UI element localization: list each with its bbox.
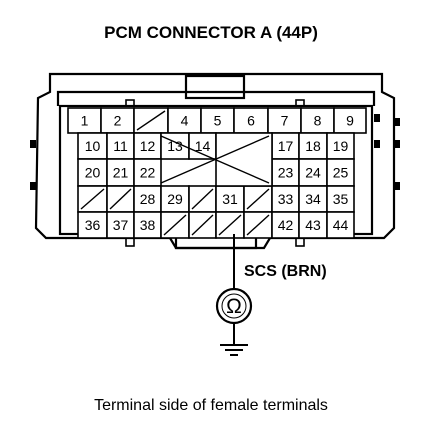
terminal-38: 38 (140, 217, 156, 233)
terminal-18: 18 (305, 138, 321, 154)
terminal-44-cell (326, 211, 355, 239)
terminal-20-cell (77, 158, 108, 187)
terminal-43-cell (298, 211, 328, 239)
blank-terminal-mark (191, 214, 214, 236)
terminal-28: 28 (140, 191, 156, 207)
terminal-19: 19 (333, 138, 349, 154)
housing-tabs (125, 99, 305, 247)
terminal-1: 1 (81, 113, 89, 129)
terminal-12-cell (133, 132, 162, 160)
diagram-caption: Terminal side of female terminals (94, 397, 328, 414)
ground-icon (220, 344, 248, 356)
blank-terminal-mark (109, 188, 132, 210)
terminal-44: 44 (333, 217, 349, 233)
terminal-11-cell (106, 132, 135, 160)
ohmmeter-icon: Ω (215, 287, 253, 325)
terminal-34: 34 (305, 191, 321, 207)
terminal-25-cell (326, 158, 355, 187)
terminal-6: 6 (247, 113, 255, 129)
terminal-20: 20 (85, 165, 101, 181)
terminal-24: 24 (305, 165, 321, 181)
terminal-42-cell (271, 211, 300, 239)
terminal-12: 12 (140, 138, 156, 154)
terminal-10: 10 (85, 138, 101, 154)
terminal-38-cell (133, 211, 162, 239)
terminal-13: 13 (167, 138, 183, 154)
terminal-22: 22 (140, 165, 156, 181)
blank-terminal-mark (80, 188, 105, 210)
terminal-31: 31 (222, 191, 238, 207)
terminal-33: 33 (278, 191, 294, 207)
terminal-29: 29 (167, 191, 183, 207)
blank-terminal-mark (218, 214, 242, 236)
terminal-35: 35 (333, 191, 349, 207)
blank-terminal-mark (191, 188, 214, 210)
blank-terminal-mark (163, 214, 187, 236)
blank-terminal-mark (246, 188, 270, 210)
terminal-4-cell (167, 107, 202, 134)
terminal-9: 9 (346, 113, 354, 129)
terminal-25: 25 (333, 165, 349, 181)
terminal-35-cell (326, 185, 355, 213)
terminal-14: 14 (195, 138, 211, 154)
ohm-symbol: Ω (226, 295, 242, 318)
terminal-17: 17 (278, 138, 294, 154)
blank-block (215, 132, 273, 187)
terminal-6-cell (233, 107, 269, 134)
blank-block-cross (160, 135, 270, 184)
blank-terminal-mark (246, 214, 270, 236)
terminal-2: 2 (114, 113, 122, 129)
terminal-11: 11 (113, 138, 128, 154)
terminal-8-cell (300, 107, 335, 134)
terminal-1-cell (67, 107, 102, 134)
terminal-33-cell (271, 185, 300, 213)
terminal-5: 5 (214, 113, 222, 129)
terminal-36: 36 (85, 217, 101, 233)
terminal-7: 7 (281, 113, 289, 129)
terminal-19-cell (326, 132, 355, 160)
terminal-10-cell (77, 132, 108, 160)
terminal-42: 42 (278, 217, 294, 233)
terminal-37: 37 (113, 217, 129, 233)
diagram-title: PCM CONNECTOR A (44P) (104, 23, 318, 42)
terminal-8: 8 (314, 113, 322, 129)
terminal-21: 21 (113, 165, 129, 181)
blank-terminal-mark (136, 110, 166, 131)
terminal-23: 23 (278, 165, 294, 181)
wire-label: SCS (BRN) (244, 263, 327, 280)
terminal-21-cell (106, 158, 135, 187)
housing-lugs (30, 114, 400, 190)
terminal-43: 43 (305, 217, 321, 233)
terminal-4: 4 (181, 113, 189, 129)
